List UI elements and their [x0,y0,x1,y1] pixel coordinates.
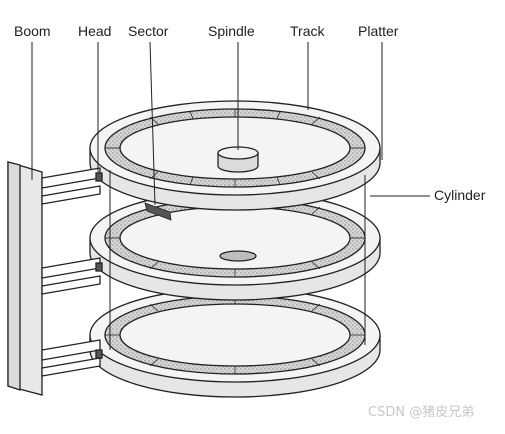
head-middle [95,262,103,272]
arm-bottom [41,339,103,377]
spindle [217,146,259,173]
head-bottom [95,349,103,359]
spindle-mid [219,250,257,262]
platter-bottom [89,287,381,398]
platter-stack [89,100,381,398]
sector-highlight [144,202,172,221]
label-cylinder: Cylinder [434,187,486,203]
leader-lines [31,41,430,206]
arm-middle [41,257,103,295]
label-track: Track [290,23,325,39]
label-platter: Platter [358,23,399,39]
platter-top [89,100,381,221]
track-segments-bottom [105,296,365,374]
arm-top [41,167,103,205]
watermark: CSDN @猪皮兄弟 [368,405,474,420]
cylinder-lines [109,170,366,350]
head-top [95,172,103,182]
label-head: Head [78,23,111,39]
label-boom: Boom [14,23,51,39]
label-sector: Sector [128,23,169,39]
label-spindle: Spindle [208,23,255,39]
boom-assembly [7,161,103,396]
